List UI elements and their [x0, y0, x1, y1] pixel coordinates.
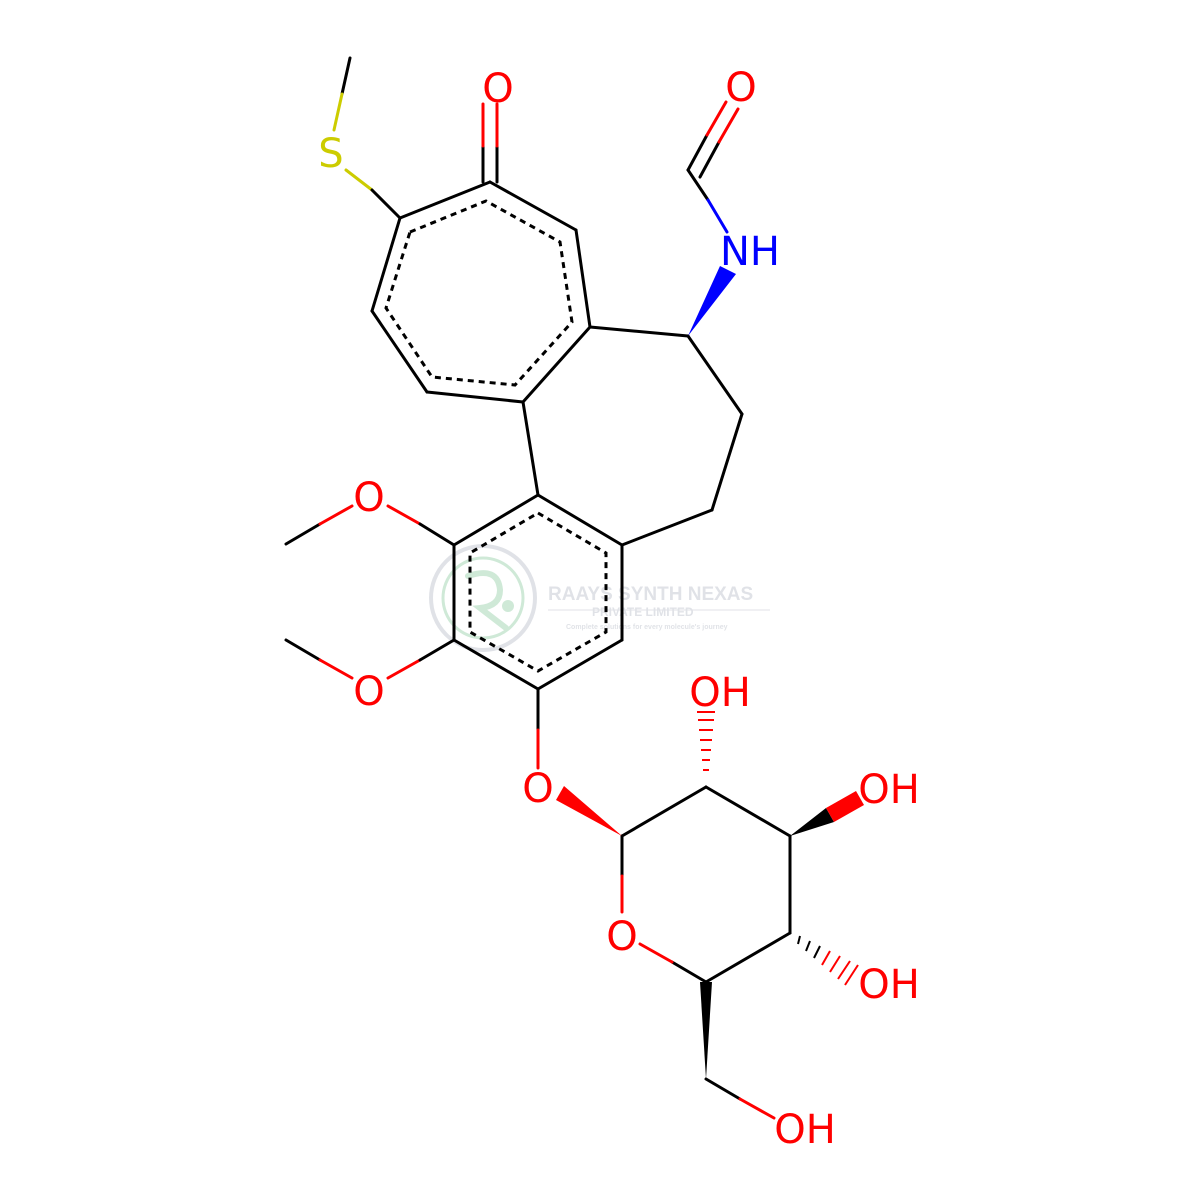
watermark-tagline: Complete solutions for every molecule's … [566, 624, 728, 631]
glycoside-oxygen-atom: O [522, 766, 553, 812]
methoxy-oxygen-2: O [353, 669, 384, 715]
ketone-oxygen-atom: O [482, 66, 513, 112]
hydroxyl-6-label: OH [774, 1107, 836, 1153]
ring-oxygen-atom: O [606, 914, 637, 960]
methoxy-oxygen-1: O [353, 475, 384, 521]
hydroxyl-4-label: OH [858, 962, 920, 1008]
formyl-oxygen-atom: O [725, 65, 756, 111]
hydroxyl-3-label: OH [858, 767, 920, 813]
stereo-bonds [556, 266, 864, 1079]
amide-nitrogen-atom: NH [720, 229, 780, 275]
aromatic-dashes [384, 199, 608, 673]
watermark-logo-icon [429, 544, 537, 652]
watermark-subtitle: PRIVATE LIMITED [592, 605, 694, 619]
hetero-bonds [318, 92, 776, 1120]
hydroxyl-2-label: OH [689, 670, 751, 716]
watermark-company-name: RAAYS SYNTH NEXAS [548, 584, 753, 605]
company-watermark: RAAYS SYNTH NEXAS PRIVATE LIMITED Comple… [429, 544, 770, 652]
sulfur-atom: S [318, 131, 343, 177]
single-bonds [284, 56, 792, 1101]
atom-labels: S O O NH O O O O OH OH OH OH [318, 65, 919, 1153]
